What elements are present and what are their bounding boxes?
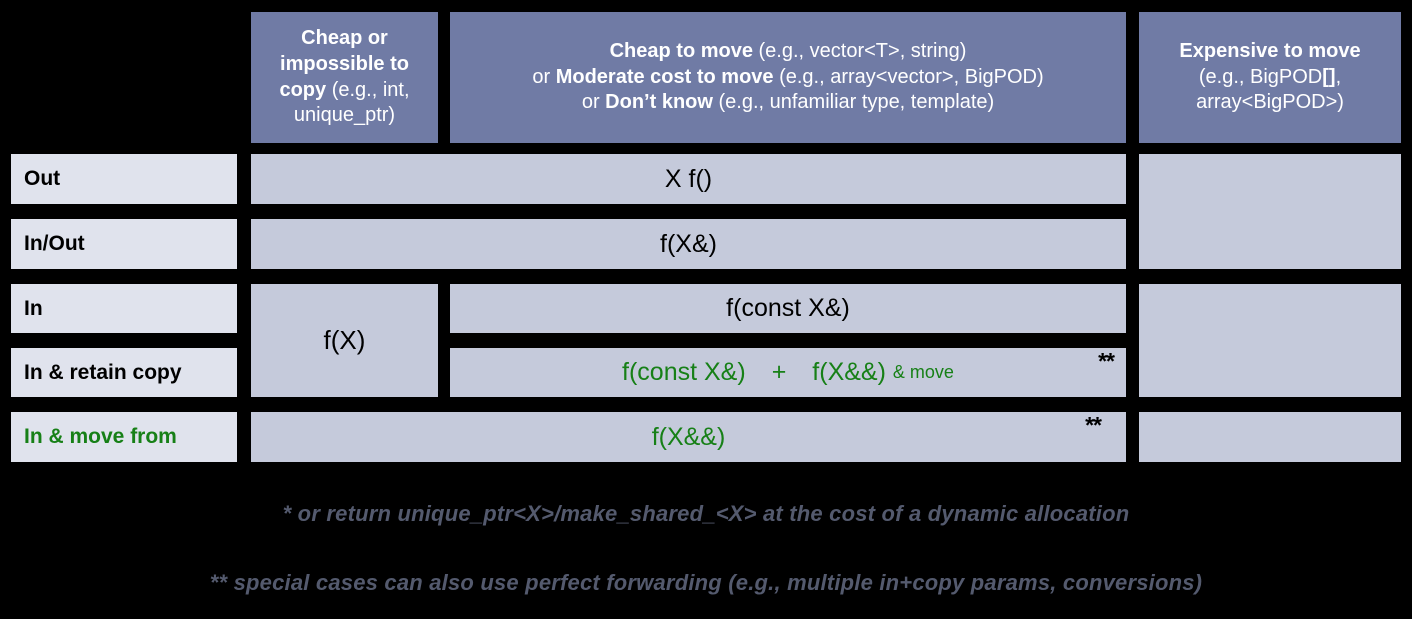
- header-expensive-line3: array<BigPOD>): [1196, 91, 1344, 114]
- cell-out-right: [1139, 154, 1401, 219]
- cell-in-const-ref-text: f(const X&): [726, 294, 850, 323]
- header-cheap-copy-examples: (e.g., int, unique_ptr): [293, 78, 410, 127]
- footnote-marker-retain: **: [1098, 348, 1115, 374]
- cell-retain-const-ref: f(const X&): [622, 358, 746, 387]
- header-moderate-prefix: or: [532, 65, 556, 88]
- row-label-in-move-from: In & move from: [11, 412, 237, 462]
- cell-retain-plus: +: [771, 358, 787, 387]
- column-header-cheap-copy: Cheap or impossible to copy (e.g., int, …: [251, 12, 438, 143]
- row-label-in: In: [11, 284, 237, 333]
- cell-in-const-ref: f(const X&): [450, 284, 1126, 333]
- header-dont-know-line3: or Don’t know (e.g., unfamiliar type, te…: [532, 90, 1043, 116]
- header-expensive-ex-post: ,: [1335, 65, 1342, 88]
- column-header-cheap-move: Cheap to move (e.g., vector<T>, string) …: [450, 12, 1126, 143]
- cell-in-right: [1139, 284, 1401, 397]
- footnote-marker-move-from: **: [1085, 412, 1102, 438]
- row-label-in-retain-copy: In & retain copy: [11, 348, 237, 397]
- header-dont-know-bold: Don’t know: [605, 91, 713, 114]
- header-expensive-ex-pre: (e.g., BigPOD: [1198, 65, 1323, 88]
- header-moderate-examples: (e.g., array<vector>, BigPOD): [773, 65, 1044, 88]
- header-moderate-bold: Moderate cost to move: [555, 65, 774, 88]
- header-cheap-copy-bold: Cheap or impossible to copy: [279, 27, 409, 101]
- row-label-in-out: In/Out: [11, 219, 237, 269]
- cell-fx-text: f(X): [323, 324, 366, 355]
- cell-retain-copy-overloads: f(const X&) + f(X&&) & move **: [450, 348, 1126, 397]
- cell-move-from: f(X&&) **: [251, 412, 1126, 462]
- cell-out-middle-text: X f(): [664, 164, 713, 193]
- row-label-out: Out: [11, 154, 237, 204]
- row-label-in-text: In: [24, 296, 43, 320]
- header-cheap-move-line1: Cheap to move (e.g., vector<T>, string): [532, 39, 1043, 65]
- header-expensive-ex-brackets: []: [1322, 65, 1336, 88]
- footnote-double-asterisk: ** special cases can also use perfect fo…: [209, 570, 1203, 595]
- cell-inout-middle: f(X&): [251, 219, 1126, 269]
- header-dont-know-prefix: or: [581, 91, 606, 114]
- row-label-in-retain-copy-text: In & retain copy: [24, 360, 182, 384]
- row-label-out-text: Out: [24, 167, 61, 190]
- row-label-in-out-text: In/Out: [24, 232, 85, 255]
- header-moderate-cost-line2: or Moderate cost to move (e.g., array<ve…: [532, 65, 1043, 91]
- table-corner-cell: [11, 12, 237, 143]
- header-cheap-move-bold: Cheap to move: [609, 40, 753, 63]
- row-label-in-move-from-text: In & move from: [24, 425, 177, 448]
- header-expensive-bold: Expensive to move: [1179, 40, 1361, 63]
- cell-move-right: [1139, 412, 1401, 462]
- cell-move-from-text: f(X&&): [651, 422, 726, 451]
- cell-fx-copy: f(X): [251, 284, 438, 397]
- cell-retain-rvalue-ref: f(X&&): [812, 358, 886, 387]
- cell-inout-middle-text: f(X&): [660, 229, 717, 258]
- cell-out-middle: X f(): [251, 154, 1126, 204]
- header-expensive-bold-line: Expensive to move: [1179, 39, 1360, 65]
- footnote-single-asterisk: * or return unique_ptr<X>/make_shared_<X…: [282, 501, 1130, 526]
- cell-inout-right: [1139, 219, 1401, 269]
- header-cheap-move-examples: (e.g., vector<T>, string): [752, 40, 967, 63]
- header-dont-know-examples: (e.g., unfamiliar type, template): [712, 91, 995, 114]
- column-header-expensive-move: Expensive to move (e.g., BigPOD[], array…: [1139, 12, 1401, 143]
- header-expensive-line2: (e.g., BigPOD[],: [1179, 65, 1360, 91]
- cell-retain-and-move: & move: [892, 362, 954, 383]
